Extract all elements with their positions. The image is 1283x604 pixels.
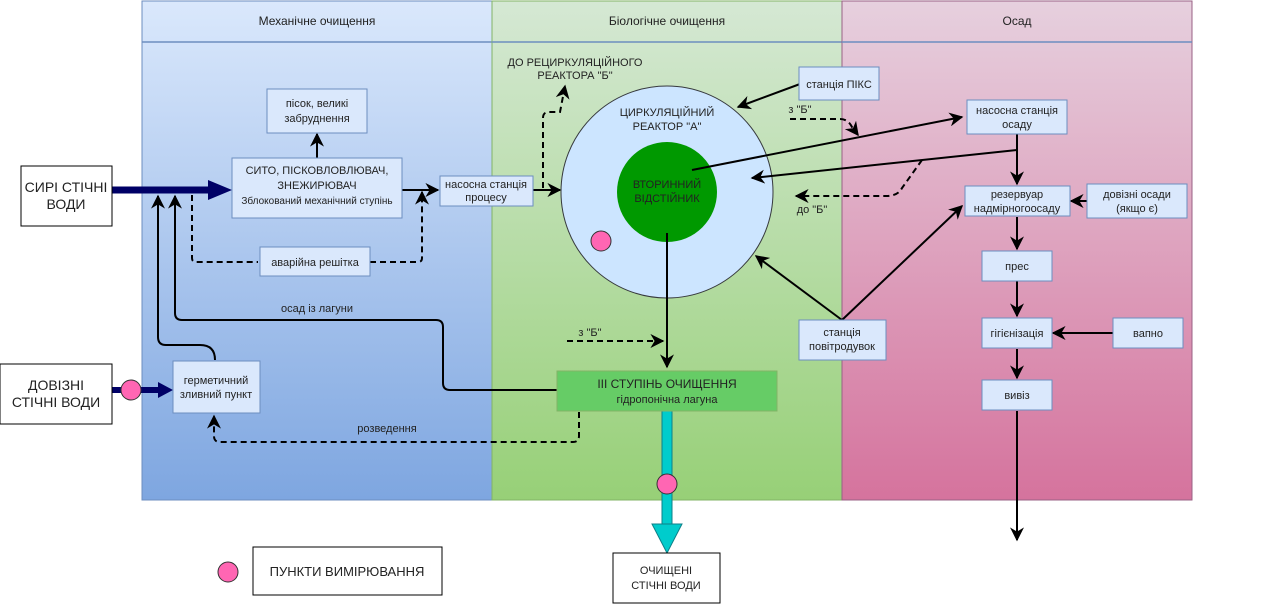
svg-text:ІІІ СТУПІНЬ ОЧИЩЕННЯ: ІІІ СТУПІНЬ ОЧИЩЕННЯ [597, 377, 736, 391]
svg-text:гідропонічна лагуна: гідропонічна лагуна [617, 394, 719, 406]
svg-text:осаду: осаду [1002, 119, 1032, 131]
to-reactor-b-arrow [542, 84, 570, 188]
legend-measurement: ПУНКТИ ВИМІРЮВАННЯ [252, 546, 443, 596]
node-press[interactable]: прес [981, 250, 1053, 282]
node-blower-station[interactable]: станція повітродувок [798, 319, 887, 361]
node-sludge-pump[interactable]: насосна станція осаду [966, 99, 1068, 135]
secondary-clarifier[interactable] [617, 142, 717, 242]
clean-water-arrowhead [651, 523, 683, 555]
dilution-arrow [207, 412, 580, 443]
svg-text:насосна станція: насосна станція [445, 179, 527, 191]
svg-text:повітродувок: повітродувок [809, 341, 875, 353]
measurement-point-imported[interactable] [120, 379, 142, 401]
blower-to-reactor-arrow [754, 255, 843, 321]
node-screen[interactable]: СИТО, ПІСКОВЛОВЛЮВАЧ, ЗНЕЖИРЮВАЧ Зблоков… [231, 157, 403, 219]
ext-imported-wastewater[interactable]: ДОВІЗНІ СТІЧНІ ВОДИ [0, 363, 113, 425]
node-sealed-drain[interactable]: герметичний зливний пункт [172, 360, 261, 414]
svg-text:СИТО, ПІСКОВЛОВЛЮВАЧ,: СИТО, ПІСКОВЛОВЛЮВАЧ, [246, 165, 389, 177]
lagoon-sludge-label: осад із лагуни [281, 303, 353, 315]
node-sand[interactable]: пісок, великі забруднення [266, 88, 368, 134]
svg-text:довізні осади: довізні осади [1103, 189, 1171, 201]
clarifier-label-2: ВІДСТІЙНИК [634, 192, 700, 205]
reactor-a-label-2: РЕАКТОР "А" [633, 121, 702, 133]
to-reactor-b-label-2: РЕАКТОРА "Б" [537, 70, 612, 82]
dilution-label: розведення [357, 423, 416, 435]
imported-inflow-arrowhead [158, 382, 173, 398]
bypass-dashed-left [191, 195, 258, 263]
svg-text:ЗНЕЖИРЮВАЧ: ЗНЕЖИРЮВАЧ [277, 180, 356, 192]
return-sludge-arrow [750, 149, 1018, 184]
from-b-top-label: з "Б" [788, 104, 811, 116]
svg-text:СТІЧНІ ВОДИ: СТІЧНІ ВОДИ [12, 394, 100, 410]
svg-text:гігієнізація: гігієнізація [991, 328, 1044, 340]
svg-text:Зблокований механічний ступінь: Зблокований механічний ступінь [241, 195, 392, 207]
blower-to-tank-arrow [841, 205, 964, 321]
lane-title-mechanical: Механічне очищення [259, 14, 376, 28]
svg-text:прес: прес [1005, 261, 1029, 273]
node-hygienization[interactable]: гігієнізація [981, 317, 1053, 349]
reactor-a-label-1: ЦИРКУЛЯЦІЙНИЙ [620, 106, 715, 119]
lane-title-sludge: Осад [1002, 14, 1031, 28]
from-b-bottom-label: з "Б" [578, 327, 601, 339]
svg-text:(якщо є): (якщо є) [1116, 203, 1158, 215]
node-tertiary-lagoon[interactable]: ІІІ СТУПІНЬ ОЧИЩЕННЯ гідропонічна лагуна [556, 370, 778, 412]
raw-inflow-arrowhead [208, 180, 232, 200]
measurement-point-effluent[interactable] [656, 473, 678, 495]
clarifier-label-1: ВТОРИННИЙ [633, 178, 701, 191]
svg-text:забруднення: забруднення [284, 113, 349, 125]
svg-text:аварійна решітка: аварійна решітка [271, 257, 360, 269]
svg-text:зливний пункт: зливний пункт [180, 389, 252, 401]
node-pix-station[interactable]: станція ПІКС [798, 66, 880, 101]
svg-text:ДОВІЗНІ: ДОВІЗНІ [28, 377, 84, 393]
svg-text:вапно: вапно [1133, 328, 1163, 340]
sealed-drain-to-inflow [151, 194, 216, 361]
node-process-pump[interactable]: насосна станція процесу [439, 175, 534, 207]
svg-text:ВОДИ: ВОДИ [47, 196, 86, 212]
to-reactor-b-label-1: ДО РЕЦИРКУЛЯЦІЙНОГО [508, 56, 643, 69]
from-b-top-arrow [790, 118, 859, 137]
to-b-label: до "Б" [797, 204, 828, 216]
node-lime[interactable]: вапно [1112, 317, 1184, 349]
clarifier-to-sludge-pump-arrow [691, 112, 964, 171]
measurement-point-reactor[interactable] [590, 230, 612, 252]
svg-text:насосна станція: насосна станція [976, 105, 1058, 117]
pix-to-reactor-arrow [736, 83, 801, 110]
lane-title-biological: Біологічне очищення [609, 14, 725, 28]
node-emergency-grate[interactable]: аварійна решітка [259, 246, 371, 277]
ext-treated-wastewater[interactable]: ОЧИЩЕНІ СТІЧНІ ВОДИ [612, 552, 721, 604]
node-imported-sludge[interactable]: довізні осади (якщо є) [1086, 183, 1188, 219]
svg-text:надмірногоосаду: надмірногоосаду [974, 203, 1061, 215]
bypass-dashed-right [370, 190, 429, 263]
svg-text:пісок, великі: пісок, великі [286, 98, 348, 110]
node-removal[interactable]: вивіз [981, 379, 1053, 411]
to-b-arrow [794, 159, 923, 203]
svg-text:ОЧИЩЕНІ: ОЧИЩЕНІ [640, 565, 692, 577]
svg-text:станція ПІКС: станція ПІКС [806, 79, 872, 91]
clean-water-shaft [661, 410, 673, 526]
node-excess-tank[interactable]: резервуар надмірногоосаду [964, 185, 1071, 217]
legend-measurement-icon [217, 561, 239, 583]
ext-raw-wastewater[interactable]: СИРІ СТІЧНІ ВОДИ [20, 165, 113, 227]
svg-text:СИРІ СТІЧНІ: СИРІ СТІЧНІ [25, 179, 108, 195]
svg-text:резервуар: резервуар [991, 189, 1043, 201]
lagoon-sludge-return [168, 194, 557, 391]
svg-text:СТІЧНІ ВОДИ: СТІЧНІ ВОДИ [631, 580, 700, 592]
svg-text:герметичний: герметичний [184, 375, 249, 387]
svg-text:процесу: процесу [465, 192, 507, 204]
svg-text:станція: станція [823, 327, 860, 339]
svg-text:ПУНКТИ ВИМІРЮВАННЯ: ПУНКТИ ВИМІРЮВАННЯ [270, 564, 425, 579]
svg-text:вивіз: вивіз [1004, 390, 1029, 402]
